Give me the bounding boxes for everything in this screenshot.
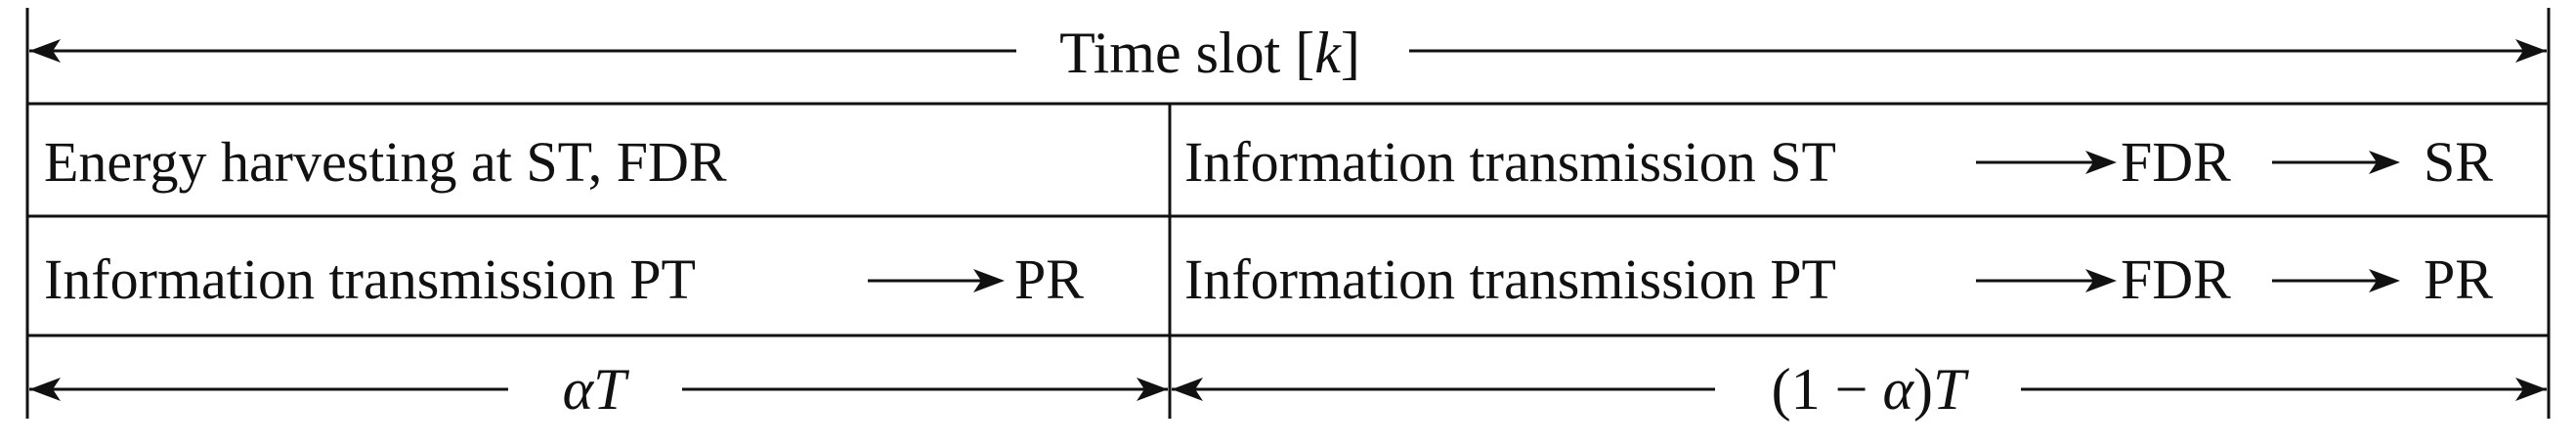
header-arrowhead-left	[29, 39, 61, 63]
row2-left-arrowhead	[973, 269, 1005, 292]
row2-right-end: PR	[2424, 247, 2493, 311]
row1-right-end: SR	[2424, 130, 2493, 194]
row2-arrowhead-1	[2085, 269, 2117, 292]
row1-arrowhead-1	[2085, 151, 2117, 174]
row2-arrowhead-2	[2369, 269, 2400, 292]
header-arrowhead-right	[2515, 39, 2547, 63]
row1-left-label: Energy harvesting at ST, FDR	[44, 130, 727, 194]
header-label: Time slot [k]	[1059, 21, 1360, 85]
footer-left-arrowhead-left	[29, 378, 61, 401]
row2-left-end: PR	[1014, 247, 1084, 311]
footer-left-arrowhead-right	[1137, 378, 1168, 401]
row1-arrowhead-2	[2369, 151, 2400, 174]
row2-left-prefix: Information transmission PT	[44, 247, 696, 311]
footer-left-label: αT	[563, 357, 630, 422]
footer-right-label: (1 − α)T	[1772, 357, 1969, 422]
row2-right-prefix: Information transmission PT	[1184, 247, 1836, 311]
footer-right-arrowhead-left	[1172, 378, 1203, 401]
footer-right-arrowhead-right	[2515, 378, 2547, 401]
row1-right-mid: FDR	[2121, 130, 2231, 194]
row1-right-prefix: Information transmission ST	[1184, 130, 1836, 194]
row2-right-mid: FDR	[2121, 247, 2231, 311]
